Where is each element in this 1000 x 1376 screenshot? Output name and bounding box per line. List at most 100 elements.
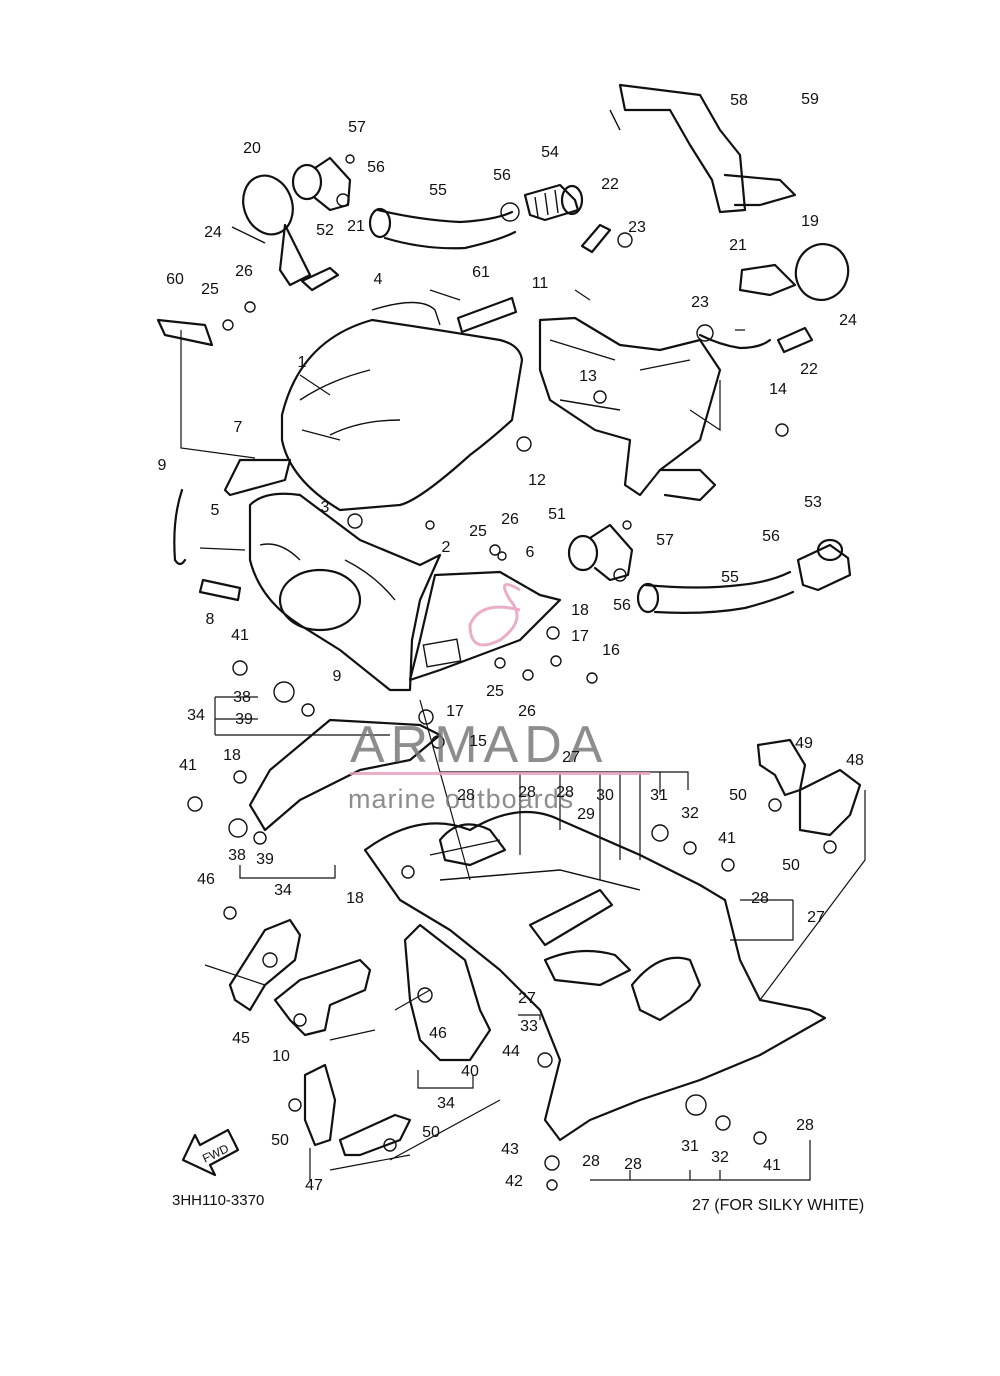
callout-24: 24 [839,312,857,329]
group-brackets [180,330,866,1181]
callout-26: 26 [501,511,519,528]
mirror-gasket-left [300,266,340,292]
callout-31: 31 [650,787,668,804]
watermark-divider [350,772,650,775]
right-bracket-plate [776,326,814,354]
callout-9: 9 [158,457,167,474]
callout-41: 41 [763,1157,781,1174]
watermark-tagline: marine outboards [348,784,574,814]
inner-panel [408,570,562,682]
fwd-arrow [181,1128,240,1177]
top-hose [368,207,517,250]
callout-18: 18 [346,890,364,907]
callout-21: 21 [347,218,365,235]
watermark-logo-mark [468,582,521,647]
callout-11: 11 [532,275,549,292]
callout-32: 32 [711,1149,729,1166]
right-hose [636,570,795,614]
callout-25: 25 [469,523,487,540]
callout-56: 56 [613,597,631,614]
callout-28: 28 [624,1156,642,1173]
callout-54: 54 [541,144,559,161]
callout-23: 23 [691,294,709,311]
decal-sticker [456,296,518,334]
callout-59: 59 [801,91,819,108]
callout-46: 46 [197,871,215,888]
callout-30: 30 [596,787,614,804]
edge-strip [173,488,187,566]
callout-21: 21 [729,237,747,254]
silky-white-note: 27 (FOR SILKY WHITE) [692,1197,864,1214]
callout-26: 26 [518,703,536,720]
callout-53: 53 [804,494,822,511]
callout-33: 33 [520,1018,538,1035]
callout-28: 28 [457,787,475,804]
callout-49: 49 [795,735,813,752]
callout-41: 41 [179,757,197,774]
callout-6: 6 [526,544,535,561]
callout-39: 39 [256,851,274,868]
diagram-code: 3HH110-3370 [172,1192,264,1209]
callout-24: 24 [204,224,222,241]
callout-29: 29 [577,806,595,823]
callout-41: 41 [718,830,736,847]
inner-side-panel [223,458,292,497]
top-bracket-plate [580,223,612,254]
callout-14: 14 [769,381,787,398]
callout-34: 34 [274,882,292,899]
callout-27: 27 [807,909,825,926]
upper-mirror-stay [609,83,797,214]
leader-lines [199,289,745,1161]
callout-1: 1 [298,354,307,371]
callout-17: 17 [446,703,464,720]
callout-47: 47 [305,1177,323,1194]
callout-44: 44 [502,1043,520,1060]
callout-8: 8 [206,611,215,628]
hardware-fasteners [187,154,837,1191]
callout-43: 43 [501,1141,519,1158]
callout-28: 28 [518,784,536,801]
callout-28: 28 [796,1117,814,1134]
callout-13: 13 [579,368,597,385]
callout-57: 57 [656,532,674,549]
callout-10: 10 [272,1048,290,1065]
left-bracket-clip [156,318,214,347]
callout-22: 22 [601,176,619,193]
callout-27: 27 [562,749,580,766]
callout-17: 17 [571,628,589,645]
callout-5: 5 [211,502,220,519]
right-air-duct [567,523,634,582]
callout-31: 31 [681,1138,699,1155]
right-mirror [738,243,850,301]
callout-52: 52 [316,222,334,239]
callout-26: 26 [235,263,253,280]
lower-cowling [248,718,827,1142]
callout-48: 48 [846,752,864,769]
callout-16: 16 [602,642,620,659]
callout-20: 20 [243,140,261,157]
right-cable [698,333,772,350]
callout-15: 15 [469,733,487,750]
callout-42: 42 [505,1173,523,1190]
callout-7: 7 [234,419,243,436]
callout-34: 34 [187,707,205,724]
right-stay-brackets [756,738,862,837]
callout-32: 32 [681,805,699,822]
callout-56: 56 [762,528,780,545]
callout-25: 25 [201,281,219,298]
callout-19: 19 [801,213,819,230]
callout-9: 9 [333,668,342,685]
callout-28: 28 [556,784,574,801]
callout-25: 25 [486,683,504,700]
callout-50: 50 [271,1132,289,1149]
inner-lower-panel [403,923,492,1062]
callout-39: 39 [235,711,253,728]
callout-56: 56 [367,159,385,176]
callout-28: 28 [582,1153,600,1170]
left-side-bracket [228,918,302,1012]
front-emblem [198,578,242,602]
watermark-brand: ARMADA [350,716,608,774]
part-drawings [156,83,866,1191]
